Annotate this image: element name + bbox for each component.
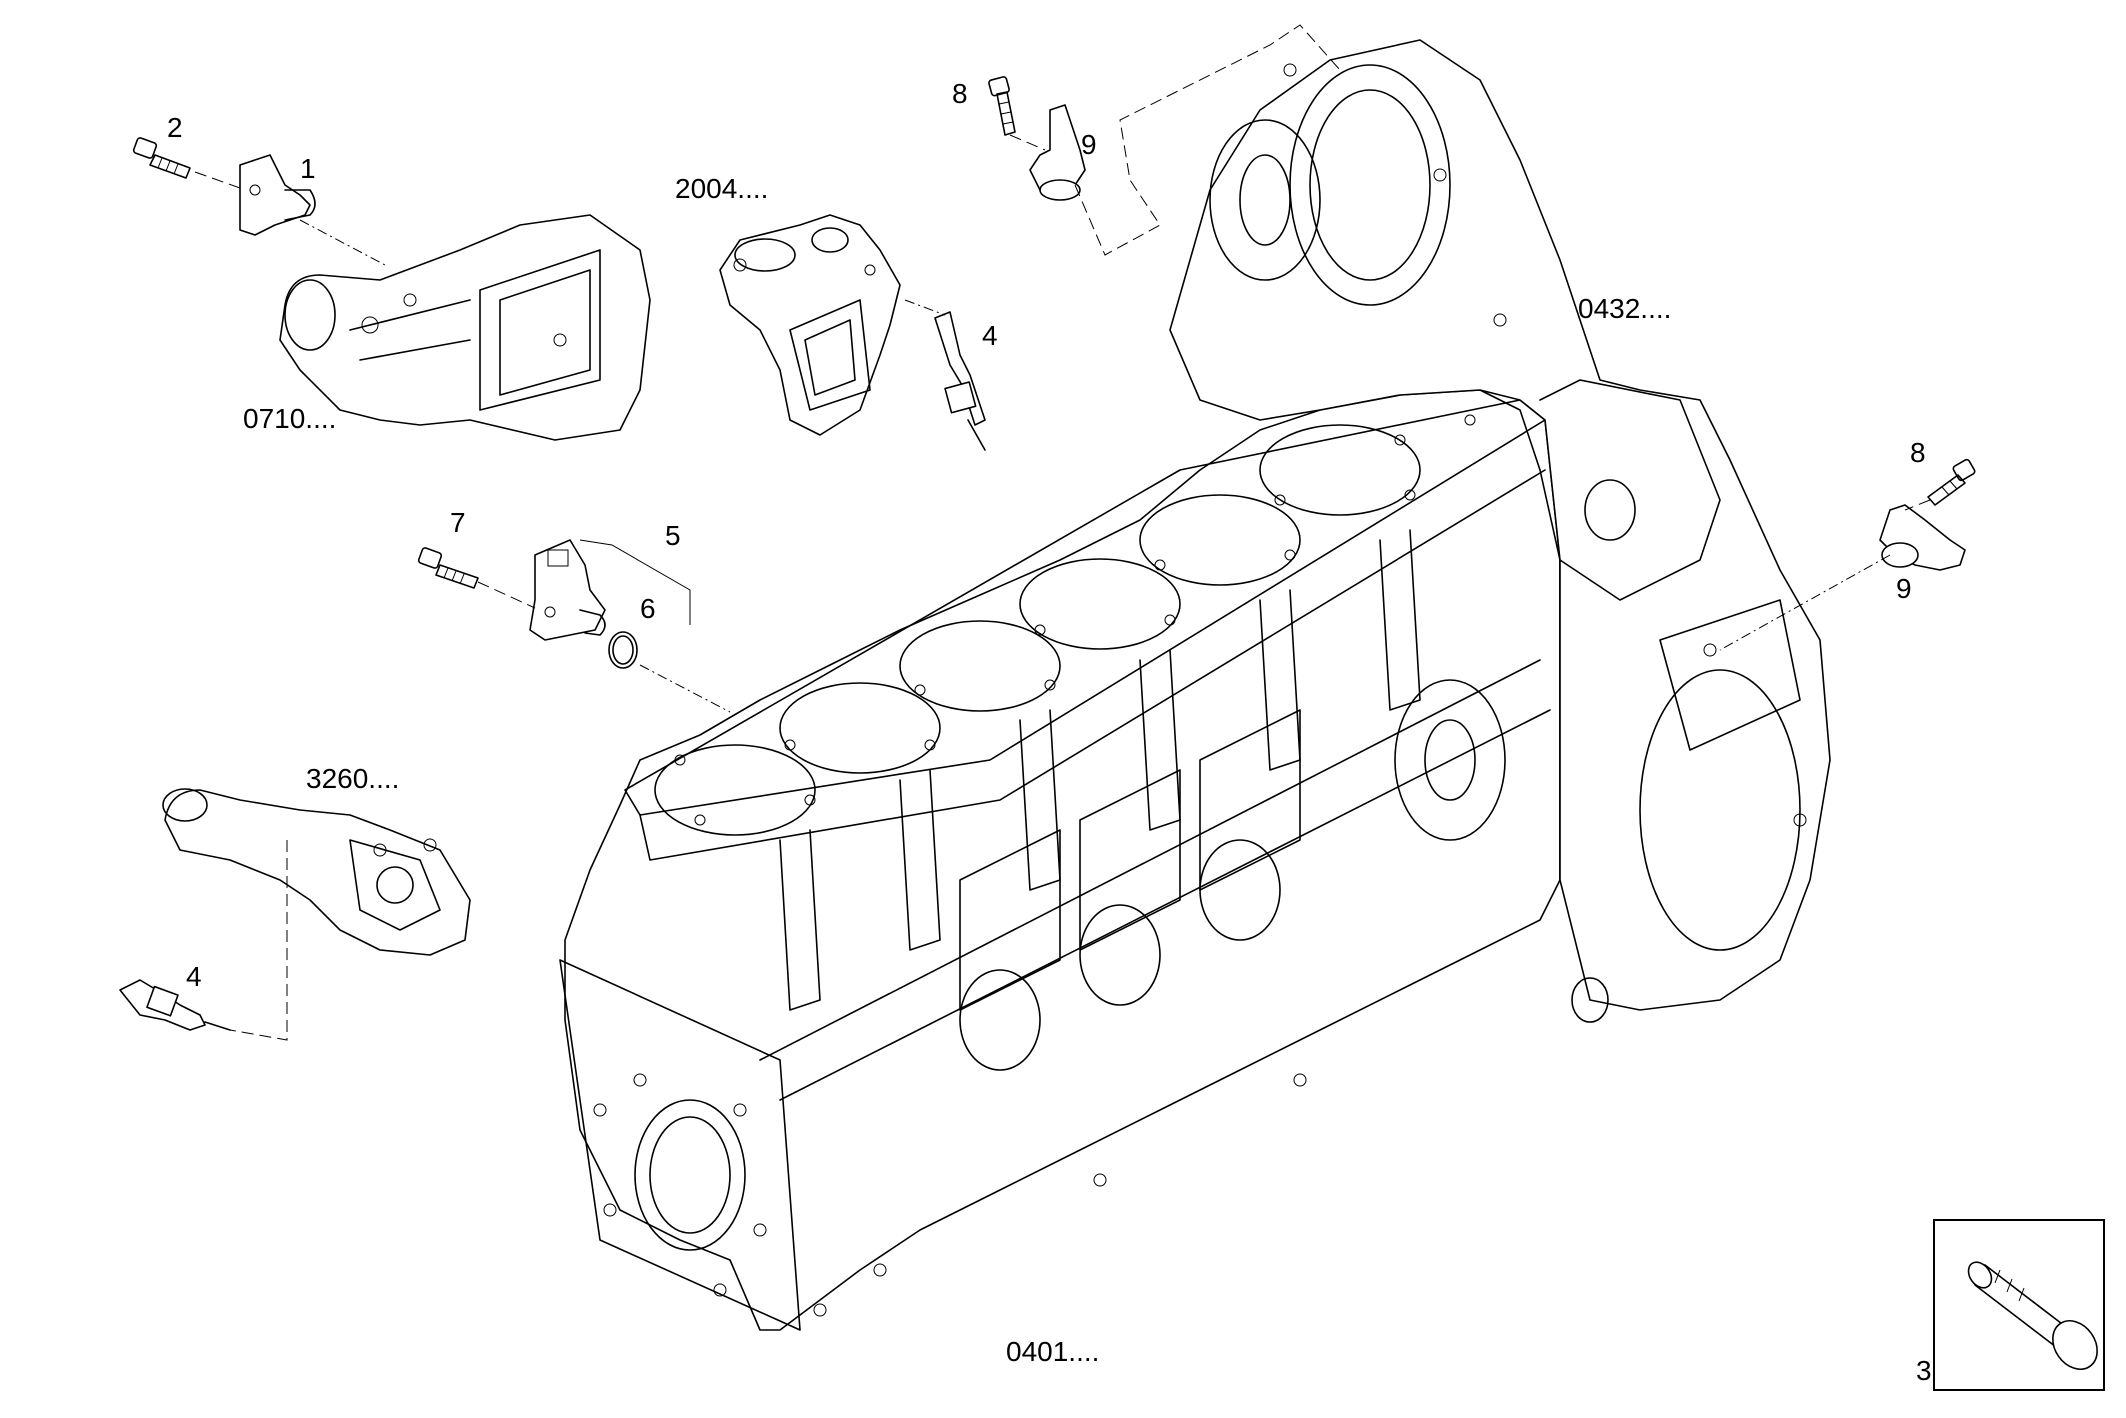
thermostat-housing [279, 214, 651, 441]
group-ref-0710: 0710.... [243, 403, 336, 434]
part-2-bolt [132, 137, 191, 179]
oil-filter-bracket [719, 214, 901, 436]
callout-7: 7 [450, 507, 466, 538]
callout-8-upper: 8 [952, 78, 968, 109]
group-ref-2004: 2004.... [675, 173, 768, 204]
part-4-sender-lower [119, 979, 231, 1031]
part-9-speed-sensor-upper [1029, 104, 1086, 201]
callout-1: 1 [300, 153, 316, 184]
group-ref-0432: 0432.... [1578, 293, 1671, 324]
coolant-outlet-housing [162, 788, 471, 956]
engine-block [559, 389, 1561, 1331]
flywheel-housing [1169, 39, 1831, 1023]
callout-9-upper: 9 [1081, 129, 1097, 160]
callout-5: 5 [665, 520, 681, 551]
callout-4-upper: 4 [982, 320, 998, 351]
part-8-bolt-upper [988, 76, 1016, 136]
callout-4-lower: 4 [186, 961, 202, 992]
part-5-pressure-sensor [529, 539, 606, 641]
part-1-sensor [239, 154, 316, 236]
callout-2: 2 [167, 112, 183, 143]
group-ref-0401: 0401.... [1006, 1336, 1099, 1367]
callout-9-right: 9 [1896, 573, 1912, 604]
part-9-speed-sensor-right [1879, 504, 1966, 571]
callout-6: 6 [640, 593, 656, 624]
group-ref-3260: 3260.... [306, 763, 399, 794]
part-8-bolt-right [1927, 458, 1976, 506]
callout-3: 3 [1916, 1355, 1932, 1386]
part-6-o-ring [608, 631, 638, 669]
part-4-sender-upper [934, 311, 986, 451]
callout-8-right: 8 [1910, 437, 1926, 468]
leader-lines [194, 24, 1931, 1041]
callout-labels: 1 2 3 4 4 5 6 7 8 8 9 9 0710.... 2004...… [167, 78, 1932, 1386]
inset-box [1933, 1219, 2105, 1391]
part-7-bolt [417, 547, 479, 589]
